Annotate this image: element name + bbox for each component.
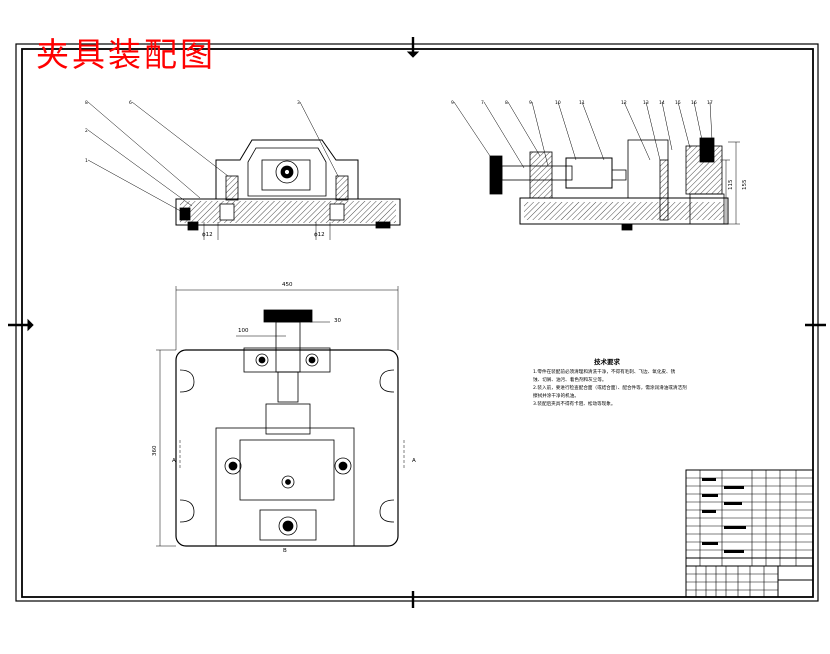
dimension-label: 450 <box>282 282 293 288</box>
tech-requirement-line: 擦拭并涂干净的机油。 <box>533 392 579 399</box>
part-number: 10 <box>555 100 561 106</box>
part-number: 8 <box>85 100 88 106</box>
part-number: 14 <box>659 100 665 106</box>
front-view <box>87 101 401 240</box>
part-number: 12 <box>621 100 627 106</box>
drawing-title: 夹具装配图 <box>36 35 216 74</box>
dimension-label: 100 <box>238 328 249 334</box>
dimension-label: 115 <box>728 179 734 190</box>
tech-requirement-line: 蚀、切屑、油污、着色剂和灰尘等。 <box>533 376 607 383</box>
side-view <box>453 101 740 231</box>
dimension-label: 155 <box>742 179 748 190</box>
tech-requirements-title: 技术要求 <box>594 357 621 366</box>
top-view-labels: 450 100 30 360 A A B <box>152 282 416 554</box>
part-number: 16 <box>691 100 697 106</box>
part-number: 6 <box>129 100 132 106</box>
drawing-frame <box>8 37 826 608</box>
part-number: 11 <box>579 100 585 106</box>
technical-requirements: 技术要求 1.零件在装配前必须清理和清洗干净，不得有毛刺、飞边、氧化皮、锈 蚀、… <box>533 357 687 407</box>
part-number: 17 <box>707 100 713 106</box>
tech-requirement-line: 2.装入前，要进行检查配合面（或结合面）、配合件等，需涂润滑油或清洁剂 <box>533 384 687 391</box>
tech-requirement-line: 1.零件在装配前必须清理和清洗干净，不得有毛刺、飞边、氧化皮、锈 <box>533 368 676 375</box>
title-block <box>685 469 814 598</box>
part-number: 8 <box>505 100 508 106</box>
tech-requirement-line: 3.装配后夹具不得有卡阻、松动等现象。 <box>533 400 615 407</box>
part-number: 7 <box>481 100 484 106</box>
section-mark: A <box>412 458 416 464</box>
part-number: 3 <box>297 100 300 106</box>
dimension-label: ϕ12 <box>202 232 213 238</box>
part-number: 1 <box>85 158 88 164</box>
side-view-labels: 9 7 8 9 10 11 12 13 14 15 16 17 115 155 <box>451 100 748 190</box>
part-number: 2 <box>85 128 88 134</box>
section-mark: B <box>283 548 287 554</box>
part-number: 15 <box>675 100 681 106</box>
section-mark: A <box>172 458 176 464</box>
front-view-labels: 8 6 3 2 1 ϕ12 ϕ12 <box>85 100 325 238</box>
dimension-label: ϕ12 <box>314 232 325 238</box>
part-number: 13 <box>643 100 649 106</box>
top-view <box>156 286 405 547</box>
part-number: 9 <box>529 100 532 106</box>
part-number: 9 <box>451 100 454 106</box>
dimension-label: 360 <box>152 445 158 456</box>
dimension-label: 30 <box>334 318 341 324</box>
